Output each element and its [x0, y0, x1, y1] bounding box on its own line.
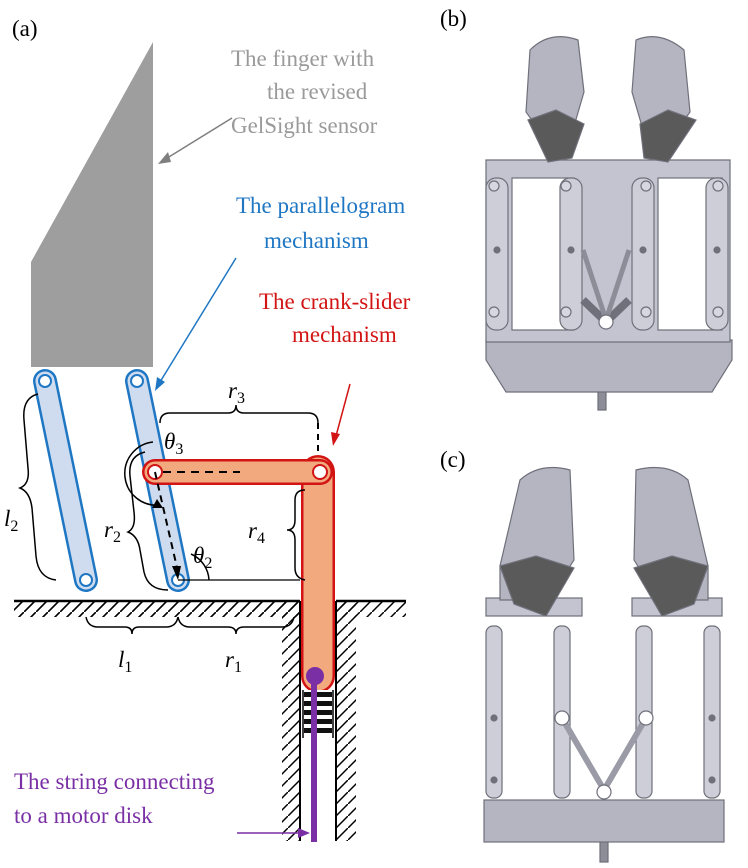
theta3-arrowhead: [152, 499, 163, 508]
brace-r1: [177, 616, 295, 635]
panel-b-label: (b): [440, 6, 467, 31]
parallelogram-label-line1: The parallelogram: [236, 193, 405, 218]
finger-arrowhead: [158, 152, 171, 164]
panel-c-label: (c): [440, 447, 466, 472]
gripper-cad-closed: [483, 467, 725, 863]
finger-label-line2: the revised: [267, 79, 368, 104]
symbol-r4: r4: [248, 518, 265, 547]
brace-l2: [17, 393, 57, 581]
spring: [302, 690, 334, 738]
symbol-theta2: θ2: [193, 543, 212, 572]
symbol-l2: l2: [4, 506, 18, 535]
parallelogram-arrow: [159, 257, 237, 383]
symbol-theta3: θ3: [164, 429, 183, 458]
crank-label-line2: mechanism: [292, 322, 397, 347]
string-label-line1: The string connecting: [14, 769, 215, 794]
crank-arrow: [335, 383, 351, 437]
finger-arrow: [163, 117, 233, 161]
panel-a: (a) The finger with the revised GelSight…: [4, 16, 411, 842]
finger-label-line1: The finger with: [231, 46, 375, 71]
symbol-r3: r3: [228, 378, 245, 407]
panel-c: (c): [440, 447, 725, 863]
theta3-arc: [124, 441, 161, 506]
parallelogram-arrowhead: [155, 377, 165, 391]
string-anchor: [306, 667, 324, 685]
brace-l1: [85, 616, 179, 635]
symbol-l1: l1: [118, 647, 132, 676]
string-arrowhead: [298, 828, 310, 838]
symbol-r1: r1: [225, 647, 242, 676]
brace-r4: [286, 489, 306, 581]
r2-arrowhead: [172, 566, 181, 580]
finger-block: [31, 42, 153, 367]
theta2-arc: [190, 553, 210, 581]
gripper-cad-open: [485, 36, 733, 411]
crank-label-line1: The crank-slider: [259, 289, 411, 314]
brace-r3: [159, 404, 319, 424]
string: [311, 676, 317, 842]
string-label-line2: to a motor disk: [14, 803, 153, 828]
symbol-r2: r2: [104, 517, 121, 546]
panel-b: (b): [440, 6, 733, 411]
finger-label-line3: GelSight sensor: [231, 113, 378, 138]
r2-dashed: [154, 471, 179, 573]
brace-r2: [126, 451, 169, 591]
panel-a-label: (a): [12, 16, 38, 41]
crank-arrowhead: [331, 432, 340, 446]
left-link: [33, 369, 98, 592]
parallelogram-label-line2: mechanism: [264, 228, 369, 253]
